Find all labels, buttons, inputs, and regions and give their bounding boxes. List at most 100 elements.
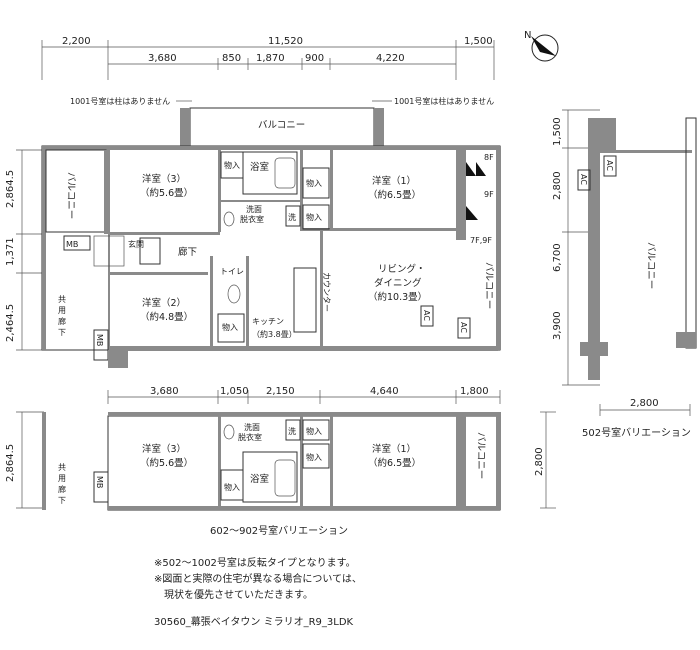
footnote-1: ※502～1002号室は反転タイプとなります。 [154, 556, 356, 569]
living-name-2: ダイニング [374, 277, 422, 289]
dim-lower-right-2800: 2,800 [534, 447, 545, 476]
closet-b-label: 物入 [306, 178, 322, 188]
middle-dimensions: 3,680 1,050 2,150 4,640 1,800 [107, 386, 501, 404]
senmen-b-label-2: 脱衣室 [238, 432, 262, 442]
closet-b3-label: 物入 [224, 482, 240, 492]
floor-7f9f-label: 7F,9F [470, 236, 492, 245]
dim-left-2464: 2,464.5 [5, 304, 16, 342]
room-yoshitsu1b-name: 洋室（1） [372, 443, 416, 455]
caption-502-variation: 502号室バリエーション [582, 426, 691, 439]
compass-label: N [524, 30, 531, 41]
dim-502-h-2800: 2,800 [630, 398, 659, 409]
toilet-label: トイレ [220, 267, 244, 276]
wash-label: 洗 [288, 212, 296, 222]
room-yoshitsu2-size: （約4.8畳） [140, 311, 193, 323]
top-dimensions: 2,200 11,520 1,500 3,680 850 1,870 900 4… [41, 36, 495, 80]
kyoyo-2: 用 [58, 306, 66, 315]
dim-sub-900: 900 [305, 53, 324, 64]
balcony-502-label: バルコニー [645, 242, 656, 289]
kyoyo-b-4: 下 [58, 496, 66, 505]
floor-8f-label: 8F [484, 153, 494, 162]
room-yoshitsu3b-name: 洋室（3） [142, 443, 186, 455]
room-yoshitsu1-name: 洋室（1） [372, 175, 416, 187]
kyoyo-4: 下 [58, 328, 66, 337]
bath-label: 浴室 [250, 161, 269, 173]
room-yoshitsu1-size: （約6.5畳） [368, 189, 421, 201]
dim-mid-4640: 4,640 [370, 386, 399, 397]
caption-602-902-variation: 602～902号室バリエーション [210, 524, 348, 537]
counter-label: カウンター [322, 272, 331, 312]
dim-top-1500: 1,500 [464, 36, 493, 47]
dim-mid-1050: 1,050 [220, 386, 249, 397]
dim-left-1371: 1,371 [5, 237, 16, 266]
footnotes: ※502～1002号室は反転タイプとなります。 ※図面と実際の住宅が異なる場合に… [154, 556, 362, 628]
closet-b1-label: 物入 [306, 426, 322, 436]
dim-sub-850: 850 [222, 53, 241, 64]
kitchen-size: （約3.8畳） [252, 329, 297, 339]
room-yoshitsu1b-size: （約6.5畳） [368, 457, 421, 469]
dim-sub-1870: 1,870 [256, 53, 285, 64]
wash-b-label: 洗 [288, 426, 296, 436]
north-compass-icon: N [524, 30, 559, 62]
left-dimensions: 2,864.5 1,371 2,464.5 [5, 149, 44, 351]
kyoyo-b-1: 共 [58, 463, 66, 472]
mb-label-lower: MB [95, 334, 104, 346]
plan-602-902-variation: 2,864.5 洋室（3） （約5.6畳） 洋室（1） （約6.5畳） 洗面 脱… [5, 411, 556, 537]
dim-mid-1800: 1,800 [460, 386, 489, 397]
hallway-label: 廊下 [178, 246, 197, 258]
room-yoshitsu2-name: 洋室（2） [142, 297, 186, 309]
living-size: （約10.3畳） [368, 291, 427, 303]
closet-d-label: 物入 [222, 322, 238, 332]
kyoyo-3: 廊 [58, 316, 66, 326]
dim-top-2200: 2,200 [62, 36, 91, 47]
genkan-label: 玄関 [128, 239, 144, 249]
bath-b-label: 浴室 [250, 473, 269, 485]
kitchen-name: キッチン [252, 317, 284, 326]
floor-9f-label: 9F [484, 190, 494, 199]
ac-label-a: AC [459, 322, 468, 333]
senmen-label-2: 脱衣室 [240, 214, 264, 224]
kyoyo-1: 共 [58, 295, 66, 304]
dim-502-6700: 6,700 [552, 243, 563, 272]
footer-code: 30560_幕張ベイタウン ミラリオ_R9_3LDK [154, 615, 354, 628]
balcony-top-label: バルコニー [258, 120, 305, 131]
balcony-right-label: バルコニー [483, 262, 494, 309]
room-yoshitsu3-size: （約5.6畳） [140, 187, 193, 199]
footnote-3: 現状を優先させていただきます。 [154, 588, 313, 601]
mb-b-label: MB [95, 476, 104, 488]
ac-502-b: AC [579, 174, 588, 185]
kyoyo-b-2: 用 [58, 474, 66, 483]
closet-c-label: 物入 [306, 212, 322, 222]
dim-502-3900: 3,900 [552, 311, 563, 340]
balcony-lower-label: バルコニー [475, 432, 486, 479]
pillar-note-left: 1001号室は柱はありません [70, 96, 170, 106]
dim-lower-2864: 2,864.5 [5, 444, 16, 482]
dim-mid-3680: 3,680 [150, 386, 179, 397]
dim-mid-2150: 2,150 [266, 386, 295, 397]
dim-sub-3680: 3,680 [148, 53, 177, 64]
senmen-b-label-1: 洗面 [244, 422, 260, 432]
dim-502-2800: 2,800 [552, 171, 563, 200]
pillar-note-right: 1001号室は柱はありません [394, 96, 494, 106]
mb-label-top: MB [66, 240, 78, 249]
closet-b2-label: 物入 [306, 452, 322, 462]
dim-left-2864: 2,864.5 [5, 170, 16, 208]
senmen-label-1: 洗面 [246, 204, 262, 214]
balcony-left-label: バルコニー [65, 172, 76, 219]
footnote-2: ※図面と実際の住宅が異なる場合については、 [154, 572, 362, 585]
main-floor-plan: バルコニー バルコニー 洋室（3） （約5.6畳） 物入 浴室 [41, 107, 501, 368]
ac-label-b: AC [422, 310, 431, 321]
dim-502-1500: 1,500 [552, 117, 563, 146]
living-name-1: リビング・ [378, 263, 426, 275]
room-yoshitsu3b-size: （約5.6畳） [140, 457, 193, 469]
kyoyo-b-3: 廊 [58, 484, 66, 494]
closet-a-label: 物入 [224, 160, 240, 170]
dim-top-11520: 11,520 [268, 36, 303, 47]
ac-502-a: AC [605, 160, 614, 171]
air-unit-icons: 8F 9F 7F,9F [466, 153, 494, 245]
room-yoshitsu3-name: 洋室（3） [142, 173, 186, 185]
pillar-notes: 1001号室は柱はありません 1001号室は柱はありません [70, 96, 494, 106]
plan-502-variation: 1,500 2,800 6,700 3,900 AC AC バルコニー 2,80… [552, 109, 697, 439]
dim-sub-4220: 4,220 [376, 53, 405, 64]
